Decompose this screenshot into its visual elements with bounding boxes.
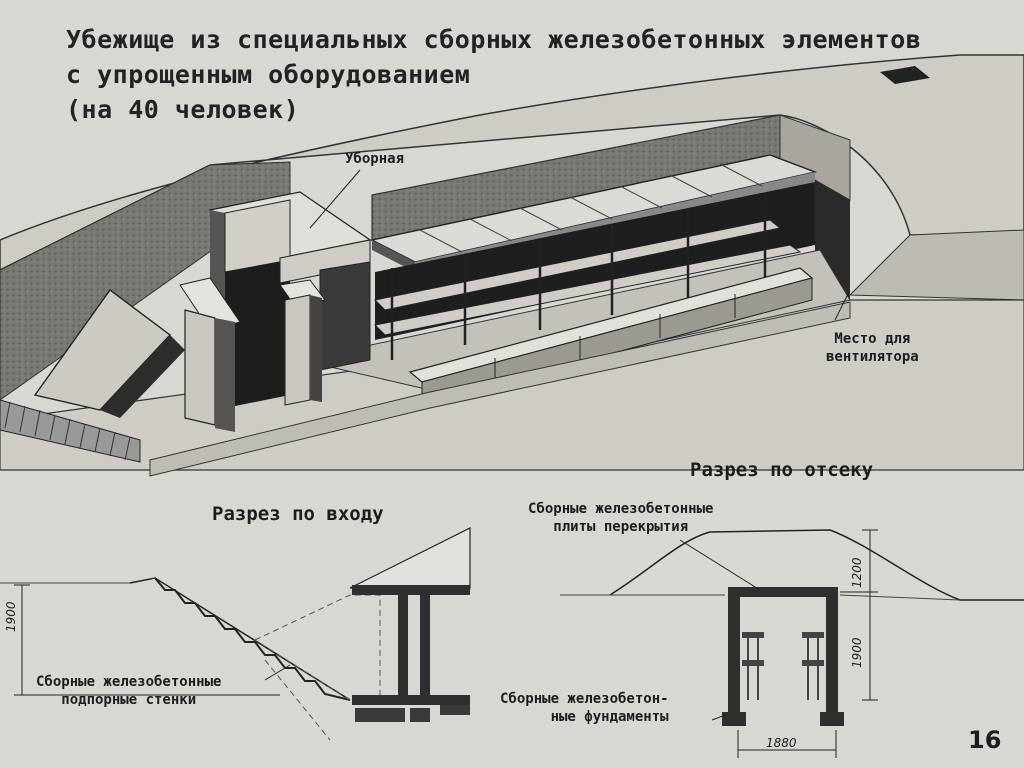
upper-bunk — [373, 219, 782, 311]
vent-place-line-1: Место для — [834, 331, 911, 347]
entrance-ramp — [0, 289, 185, 463]
page-number: 16 — [968, 726, 1002, 754]
slabs-label: Сборные железобетонные плиты перекрытия — [528, 500, 713, 536]
foundations-label: Сборные железобетон- ные фундаменты — [500, 690, 669, 726]
compartment-section-title: Разрез по отсеку — [690, 459, 874, 481]
vent-leader-line — [834, 289, 851, 321]
walls-label: Сборные железобетонные подпорные стенки — [36, 673, 221, 709]
title-line-3: (на 40 человек) — [66, 95, 300, 124]
entrance-section-title: Разрез по входу — [212, 503, 384, 525]
title-line-2: с упрощенным оборудованием — [66, 60, 471, 89]
toilet-label: Уборная — [345, 151, 405, 167]
compartment-width-dimension: 1880 — [766, 736, 797, 750]
compartment-floor — [299, 249, 851, 391]
walls-line-2: подпорные стенки — [61, 692, 197, 708]
entrance-height-dimension: 1900 — [4, 601, 18, 632]
foundations-line-2: ные фундаменты — [550, 709, 669, 725]
vent-place-line-2: вентилятора — [826, 349, 919, 365]
walls-line-1: Сборные железобетонные — [36, 674, 222, 690]
lower-bunk — [373, 244, 802, 336]
bunk-posts — [390, 195, 767, 360]
compartment-section — [560, 529, 1024, 758]
vent-opening-icon — [880, 66, 930, 84]
diagram-title: Убежище из специальных сборных железобет… — [66, 22, 921, 127]
entrance-section — [0, 527, 471, 741]
slabs-line-2: плиты перекрытия — [553, 519, 689, 535]
title-line-1: Убежище из специальных сборных железобет… — [66, 25, 922, 54]
vent-place-label: Место для вентилятора — [826, 330, 919, 366]
cover-height-dimension: 1200 — [850, 557, 864, 588]
slabs-line-1: Сборные железобетонные — [528, 501, 714, 517]
entrance-frames — [179, 277, 326, 432]
foundations-line-1: Сборные железобетон- — [500, 691, 669, 707]
compartment-height-dimension: 1900 — [850, 637, 864, 668]
toilet-leader-line — [309, 169, 361, 229]
front-cut-wall — [149, 301, 851, 477]
